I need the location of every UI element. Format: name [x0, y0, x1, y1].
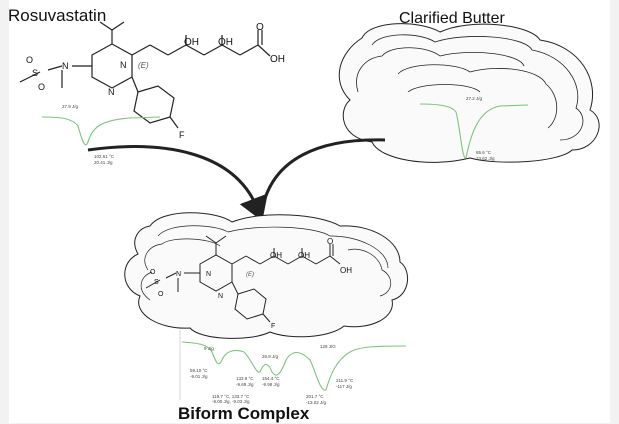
biform-cloud [124, 212, 408, 339]
butter-peak-area: 27.2 J/g [466, 96, 483, 101]
rosu-f: F [179, 130, 185, 140]
rosu-o-bottom: O [38, 82, 45, 92]
biform-area3: 128 J/G [320, 344, 336, 349]
biform-p5-temp: 201.7 °C [306, 394, 324, 399]
biform-molecule [145, 235, 341, 323]
biform-p2-enth: -9.69 J/g [236, 382, 254, 387]
rosu-s: S [32, 68, 38, 78]
rosu-n3: N [62, 61, 69, 71]
biform-p1-temp: 59.10 °C [190, 368, 208, 373]
rosu-peak-temp: 102.61 °C [94, 154, 115, 159]
biform-p4-enth: -9.00 J/g, -9.03 J/g [212, 399, 250, 404]
biform-oh2: OH [298, 251, 310, 260]
biform-p3-enth: -9.98 J/g [262, 382, 280, 387]
biform-p6-enth: -117 J/g [336, 384, 352, 389]
rosu-peak-area: 27.9 J/g [62, 104, 79, 109]
biform-oh3: OH [340, 266, 352, 275]
biform-p3-temp: 154.4 °C [262, 376, 280, 381]
biform-complex-title: Biform Complex [178, 404, 310, 423]
rosu-n1: N [120, 60, 127, 70]
biform-o: O [327, 237, 333, 246]
biform-n3: N [176, 271, 181, 278]
rosu-oh1: OH [184, 37, 199, 48]
rosuvastatin-title: Rosuvastatin [8, 6, 107, 25]
biform-n2: N [218, 293, 223, 300]
biform-o-left: O [150, 269, 156, 276]
biform-thermogram [181, 341, 407, 391]
biform-area2: 26.9 J/g [262, 354, 279, 359]
butter-cloud [338, 23, 600, 163]
butter-thermogram [419, 103, 529, 159]
biform-f: F [271, 323, 275, 330]
arrow-from-rosuvastatin [87, 145, 268, 222]
clarified-butter-title: Clarified Butter [399, 10, 505, 27]
rosu-oh3: OH [270, 54, 285, 65]
biform-area1: 9 J/g [204, 346, 214, 351]
biform-e: (E) [246, 272, 254, 278]
rosu-o-left: O [26, 55, 33, 65]
butter-peak-temp: 65.6 °C [476, 150, 492, 155]
arrow-from-butter [260, 138, 386, 211]
biform-p2-temp: 133.9 °C [236, 376, 254, 381]
biform-p6-temp: 211.9 °C [336, 378, 354, 383]
biform-o-bottom: O [158, 291, 164, 298]
rosu-e: (E) [138, 61, 149, 70]
rosu-oh2: OH [218, 37, 233, 48]
biform-p1-enth: -9.01 J/g [190, 374, 208, 379]
rosu-thermogram [41, 116, 161, 146]
rosu-o: O [256, 22, 264, 33]
biform-n1: N [206, 271, 211, 278]
biform-p4-temp: 119.7 °C, 133.7 °C [212, 394, 250, 399]
rosu-peak-enthalpy: 20.41 J/g [94, 160, 113, 165]
rosuvastatin-structure [19, 21, 271, 129]
biform-oh1: OH [270, 251, 282, 260]
biform-p5-enth: -13.02 J/g [306, 400, 327, 405]
rosu-n2: N [108, 87, 115, 97]
biform-s: S [154, 279, 159, 286]
butter-peak-enthalpy: 23.62 J/g [476, 156, 495, 161]
